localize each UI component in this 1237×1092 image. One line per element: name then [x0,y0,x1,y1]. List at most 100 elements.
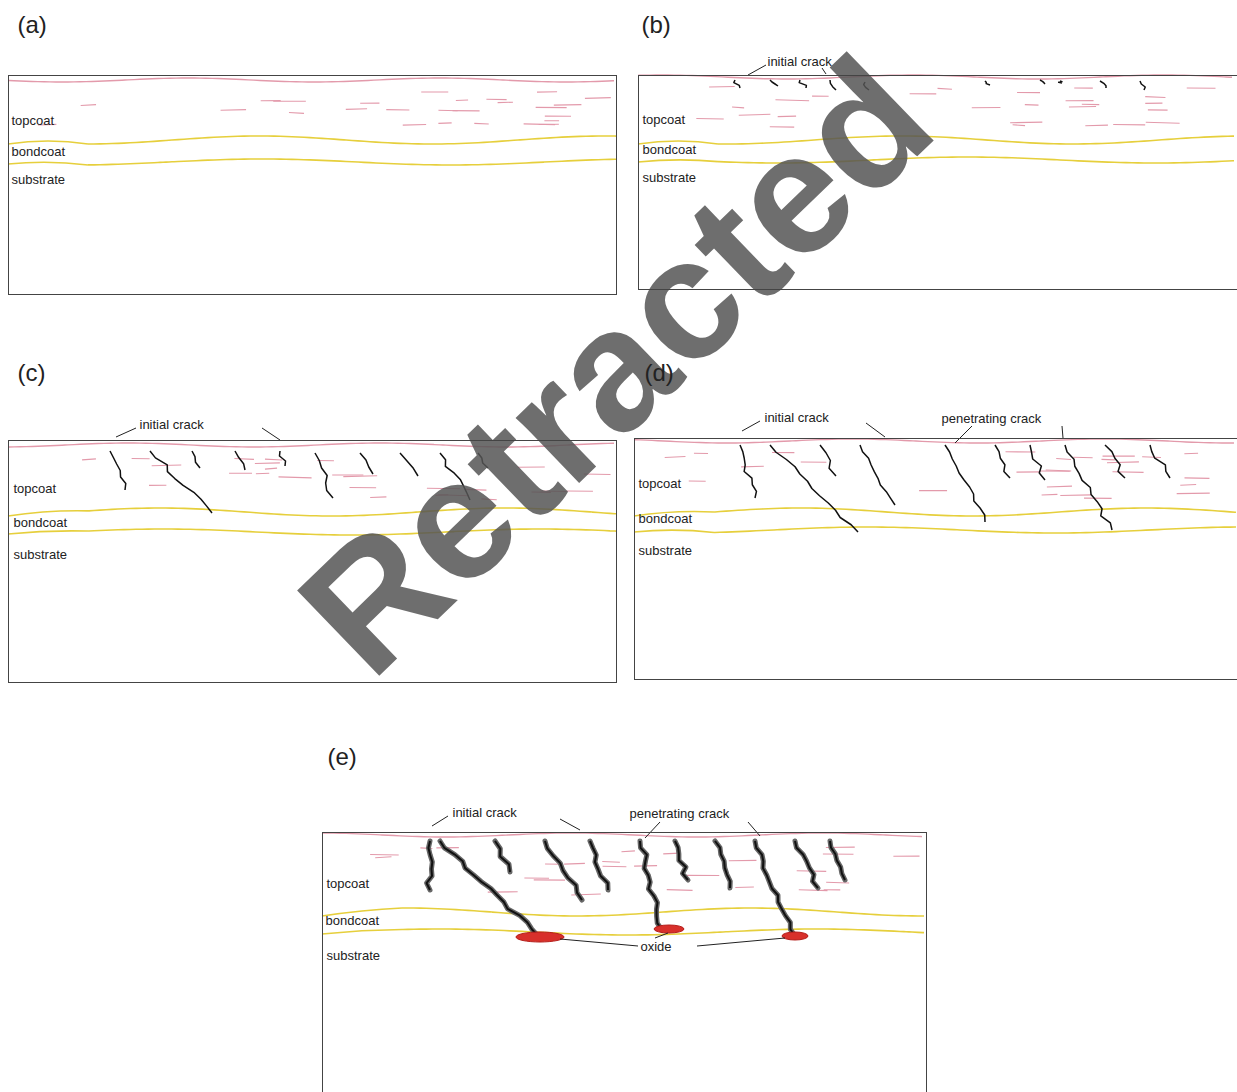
crack [1105,445,1125,478]
callout-label: initial crack [453,806,517,820]
panel-art [322,833,924,935]
splat-boundary [545,116,571,117]
splat-boundary [265,459,282,461]
splat-boundary [82,458,96,460]
crack-widening [590,841,608,890]
leader-line [748,65,766,75]
splat-boundary [421,91,448,92]
callout-label: substrate [14,548,67,562]
stage-panel: (e)initial crackpenetrating cracktopcoat… [322,832,927,1092]
crack [715,841,730,888]
splat-boundary [709,86,735,88]
crack [1030,445,1045,480]
crack [545,841,582,900]
splat-boundary [265,468,277,470]
callout-label: penetrating crack [630,807,730,821]
crack-widening [675,841,688,880]
crack [830,841,845,880]
splat-boundary [1025,104,1039,106]
callout-label: substrate [12,173,65,187]
callout-label: initial crack [140,418,204,432]
crack-widening [830,841,845,880]
splat-boundary [278,476,311,478]
panel-letter: (e) [328,744,357,770]
callout-label: bondcoat [14,516,68,530]
splat-boundary [910,93,937,94]
splat-boundary [1060,494,1091,496]
splat-boundary [621,850,634,852]
callout-label: topcoat [639,477,682,491]
crack [770,445,858,532]
topcoat-surface [322,833,922,837]
splat-boundary [1107,461,1139,463]
leader-line [1062,426,1063,438]
splat-boundary [1073,457,1092,459]
bondcoat-bottom [322,930,402,934]
crack-widening [545,841,582,900]
splat-boundary [1113,471,1144,473]
callout-label: bondcoat [643,143,697,157]
crack [150,451,212,513]
panel-letter: (c) [18,360,46,386]
splat-boundary [687,875,720,876]
bondcoat-top [714,508,1236,516]
splat-boundary [370,854,399,856]
splat-boundary [346,108,367,110]
crack [315,453,333,498]
bondcoat-bottom [8,162,88,165]
crack [495,841,510,872]
crack [675,841,688,880]
crack-widening [495,841,510,872]
crack [110,451,126,490]
leader-line [955,426,972,443]
crack [740,445,756,498]
splat-boundary [823,853,854,854]
splat-boundary [1145,96,1165,98]
splat-boundary [1084,498,1112,499]
splat-boundary [1177,493,1210,495]
splat-boundary [375,856,391,858]
crack [1140,81,1145,90]
splat-boundary [149,485,166,486]
crack [795,841,818,888]
splat-boundary [602,861,620,863]
splat-boundary [360,103,379,104]
crack [1065,445,1112,530]
watermark: Retracted [261,18,969,712]
splat-boundary [456,99,468,101]
callout-label: substrate [639,544,692,558]
panel-letter: (d) [645,360,674,386]
leader-line [742,421,760,431]
splat-boundary [544,120,559,121]
splat-boundary [229,473,252,474]
callout-label: penetrating crack [942,412,1042,426]
splat-boundary [554,104,582,106]
splat-boundary [893,856,919,857]
crack [985,81,990,85]
splat-boundary [1010,122,1042,124]
crack-widening [755,841,795,936]
stage-panel: (c)initial cracktopcoatbondcoatsubstrate [8,440,617,683]
leader-line [748,822,760,836]
oxide-blob [654,925,684,933]
leader-line [697,938,785,946]
panel-letter: (a) [18,12,47,38]
bondcoat-top [88,136,616,144]
callout-label: topcoat [327,877,370,891]
splat-boundary [801,461,827,462]
splat-boundary [234,458,254,460]
callout-label: bondcoat [326,914,380,928]
splat-boundary [1101,459,1114,461]
splat-boundary [665,456,686,458]
crack [1059,81,1062,83]
splat-boundary [498,102,513,104]
splat-boundary [1103,456,1135,457]
leader-line [560,819,580,830]
splat-boundary [474,123,488,125]
splat-boundary [696,118,723,120]
splat-boundary [1187,87,1216,88]
crack [279,451,285,466]
splat-boundary [1042,494,1058,496]
callout-label: initial crack [765,411,829,425]
